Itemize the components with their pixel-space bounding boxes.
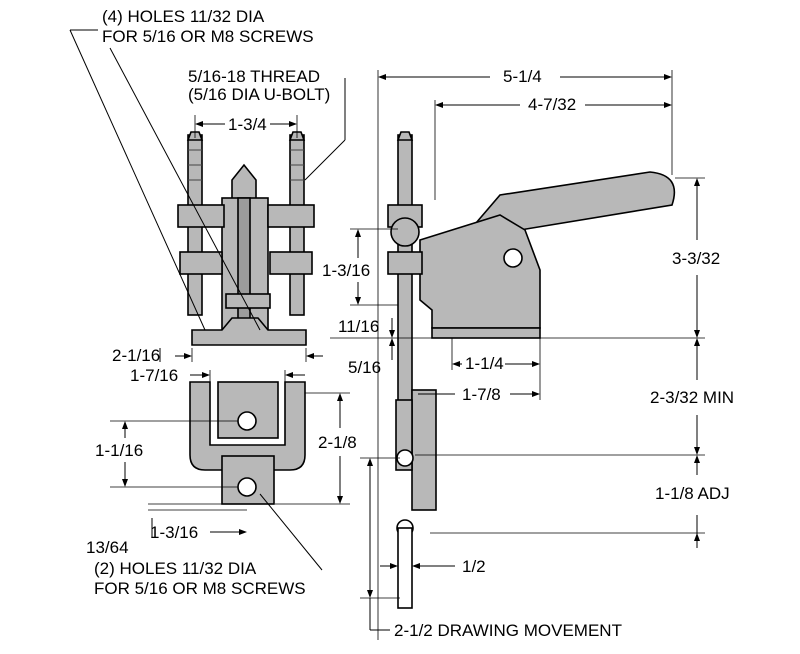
labels: (4) HOLES 11/32 DIA FOR 5/16 OR M8 SCREW…	[86, 7, 734, 640]
side-rod-phantom	[397, 527, 413, 609]
thread-label-1: 5/16-18 THREAD	[188, 67, 320, 86]
side-catch	[411, 389, 437, 511]
front-center-top	[231, 163, 257, 201]
front-left-nut-upper	[177, 204, 225, 228]
front-mid-block	[225, 293, 271, 309]
bottom-holes-label-2: FOR 5/16 OR M8 SCREWS	[94, 579, 306, 598]
dim-2-1-8: 2-1/8	[318, 433, 357, 452]
front-view	[177, 131, 315, 346]
dim-1-7-16: 1-7/16	[130, 366, 178, 385]
dim-2-1-16: 2-1/16	[112, 346, 160, 365]
dim-1-3-4: 1-3/4	[228, 115, 267, 134]
side-body	[419, 214, 541, 329]
side-view	[387, 131, 676, 609]
dim-2-3-32-min: 2-3/32 MIN	[650, 388, 734, 407]
dim-5-1-4: 5-1/4	[503, 67, 542, 86]
top-holes-label-2: FOR 5/16 OR M8 SCREWS	[102, 27, 314, 46]
drawing-movement-label: 2-1/2 DRAWING MOVEMENT	[394, 621, 622, 640]
dim-1-7-8: 1-7/8	[462, 385, 501, 404]
dim-1-1-16: 1-1/16	[95, 441, 143, 460]
dim-1-1-4: 1-1/4	[465, 354, 504, 373]
side-nut-lower	[387, 251, 423, 275]
bottom-u-bracket	[189, 381, 306, 471]
side-washer	[390, 217, 420, 247]
dim-4-7-32: 4-7/32	[528, 95, 576, 114]
bottom-view	[189, 381, 306, 505]
bottom-holes-label-1: (2) HOLES 11/32 DIA	[94, 559, 257, 578]
dim-1-2: 1/2	[462, 557, 486, 576]
dim-5-16: 5/16	[348, 358, 381, 377]
dimension-lines	[69, 29, 705, 640]
bottom-hole-lower	[237, 477, 257, 497]
front-left-nut-lower	[179, 251, 223, 275]
side-base	[431, 327, 541, 339]
thread-label-2: (5/16 DIA U-BOLT)	[188, 85, 330, 104]
dim-1-3-16-side: 1-3/16	[322, 261, 370, 280]
bottom-hole-upper	[237, 411, 257, 431]
front-base	[191, 317, 307, 346]
front-right-nut-lower	[269, 251, 313, 275]
dim-11-16: 11/16	[338, 317, 379, 336]
dim-1-1-8-adj: 1-1/8 ADJ	[655, 484, 730, 503]
side-stud-tip	[396, 131, 414, 141]
dim-1-3-16-bottom: 1-3/16	[150, 523, 198, 542]
front-center-bar	[237, 197, 251, 331]
dim-13-64: 13/64	[86, 538, 129, 557]
dim-3-3-32: 3-3/32	[672, 249, 720, 268]
top-holes-label-1: (4) HOLES 11/32 DIA	[102, 7, 265, 26]
front-right-nut-upper	[267, 204, 315, 228]
side-pivot-hole	[503, 248, 523, 268]
side-handle	[468, 171, 676, 231]
